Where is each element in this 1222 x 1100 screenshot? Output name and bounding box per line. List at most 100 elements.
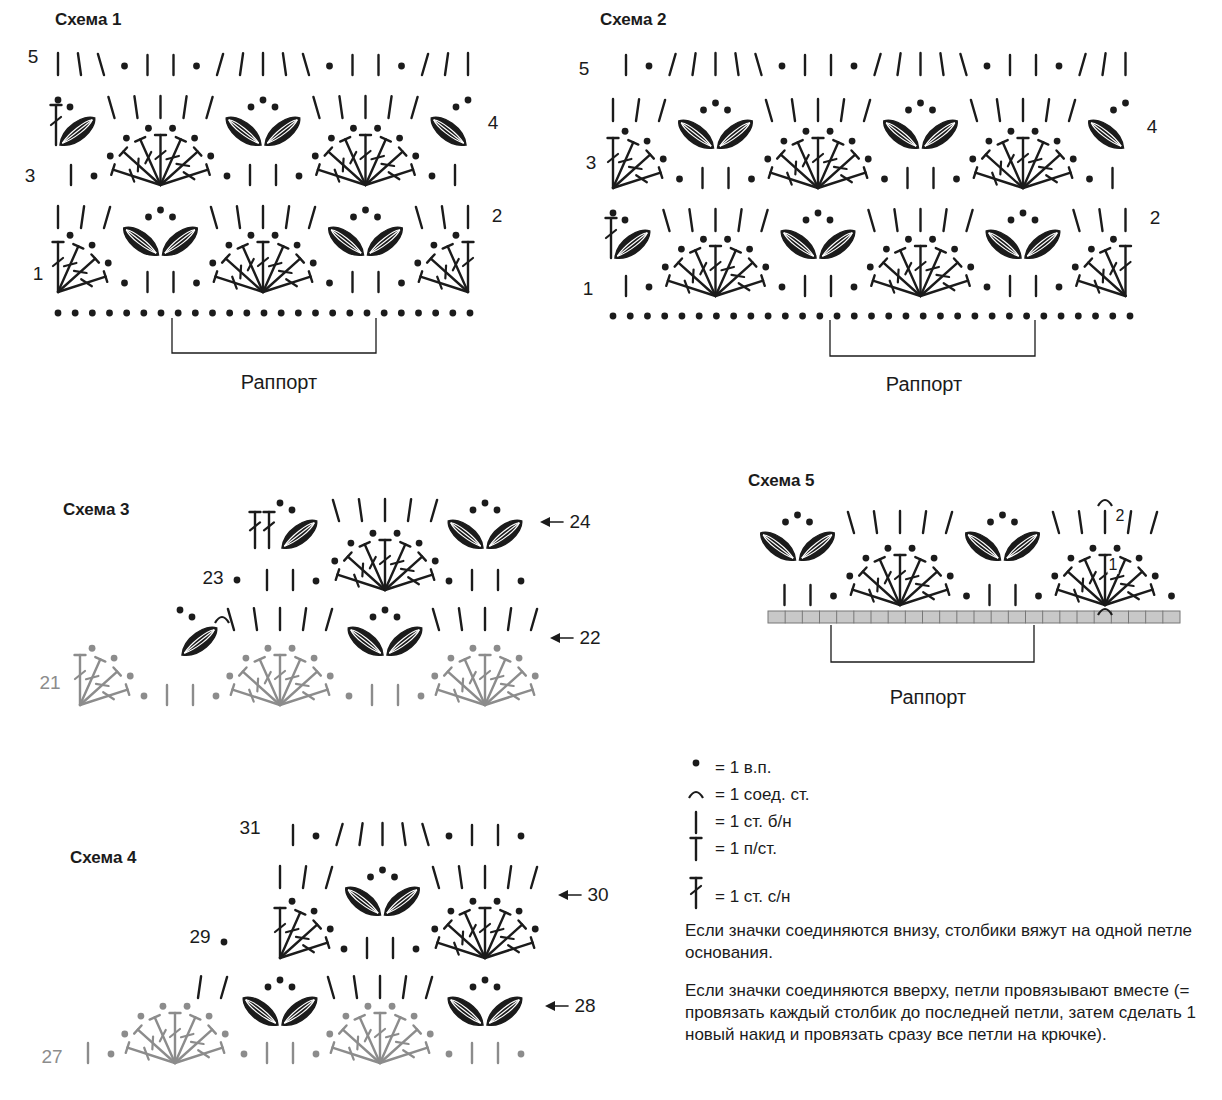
stitch-cross	[286, 277, 297, 289]
stitch-top	[966, 275, 969, 285]
stitch-stem	[146, 55, 148, 75]
chain-stitch	[289, 898, 296, 905]
stitch-stem	[932, 168, 934, 188]
puff-loop	[348, 890, 378, 913]
stitch-stem	[175, 1048, 223, 1063]
stitch-cross	[1121, 579, 1134, 592]
dc-stitch	[859, 567, 904, 609]
puff-stitch	[157, 221, 202, 262]
sc-stitch	[333, 500, 339, 521]
puff-loop	[385, 887, 417, 913]
stitch-cross	[841, 173, 852, 185]
dc-stitch	[231, 684, 282, 710]
stitch-stem	[57, 206, 59, 228]
chain-stitch	[367, 874, 374, 881]
chain-stitch	[467, 310, 474, 317]
stitch-stem	[87, 1043, 89, 1063]
stitch-stem	[863, 572, 900, 605]
stitch-cross	[408, 575, 419, 587]
chain-stitch	[1051, 573, 1058, 580]
chain-stitch	[1008, 217, 1015, 224]
stitch-stem	[1105, 590, 1153, 605]
stitch-cross	[167, 152, 179, 163]
stitch-top	[608, 137, 619, 139]
dc-stitch	[258, 244, 288, 294]
sc-stitch	[472, 1043, 473, 1063]
stitch-stem	[313, 97, 319, 118]
dc-stitch	[608, 140, 638, 190]
sc-stitch	[1079, 511, 1082, 533]
stitch-cross	[372, 152, 384, 163]
stitch-cross	[1092, 281, 1103, 293]
chain-stitch	[696, 313, 703, 320]
dc-stitch	[264, 512, 275, 548]
stitch-stem	[883, 263, 920, 296]
sc-stitch	[755, 54, 761, 75]
stitch-stem	[762, 210, 768, 231]
stitch-top	[344, 552, 351, 560]
chain-stitch	[294, 242, 301, 249]
chain-stitch	[222, 1031, 229, 1038]
dc-stitch	[813, 140, 843, 190]
stitch-cross	[64, 259, 76, 270]
puff-loop	[284, 1000, 316, 1026]
puff-loop	[681, 120, 713, 146]
stitch-cross	[279, 266, 292, 279]
sc-stitch	[198, 976, 201, 998]
sc-stitch	[923, 511, 926, 533]
chain-stitch	[782, 313, 789, 320]
stitch-cross	[697, 263, 709, 274]
sc-stitch	[303, 866, 306, 888]
row-number: 2	[1115, 507, 1126, 525]
row-number: 3	[586, 152, 597, 174]
puff-loop	[124, 230, 156, 256]
stitch-row	[71, 125, 455, 190]
dc-stitch	[120, 147, 165, 189]
puff-loop	[802, 535, 832, 558]
chain-stitch	[863, 555, 870, 562]
stitch-cross	[141, 1048, 152, 1060]
stitch-cross	[1087, 572, 1099, 583]
puff-loop	[246, 1000, 276, 1023]
stitch-stem	[689, 209, 692, 231]
stitch-row	[53, 232, 474, 297]
sc-stitch	[147, 55, 148, 75]
sc-stitch	[702, 168, 703, 188]
dc-stitch	[483, 937, 534, 963]
puff-loop	[284, 523, 314, 546]
chain-stitch	[644, 313, 651, 320]
stitch-stem	[328, 977, 334, 998]
puff-stitch	[323, 221, 368, 262]
dc-stitch	[851, 584, 902, 610]
stitch-stem	[57, 53, 59, 75]
puff-loop	[432, 120, 464, 146]
dc-stitch	[214, 271, 265, 297]
puff-stitch	[340, 881, 385, 922]
sc-stitch	[1103, 53, 1106, 75]
stitch-stem	[366, 170, 414, 185]
chain-stitch	[55, 97, 62, 104]
stitch-top	[982, 150, 989, 158]
stitch-stem	[693, 53, 696, 75]
stitch-top	[833, 140, 843, 144]
stitch-stem	[207, 97, 213, 118]
chain-stitch	[660, 156, 667, 163]
sc-stitch	[293, 1043, 294, 1063]
sc-stitch	[313, 97, 319, 118]
chain-stitch	[1068, 555, 1075, 562]
stitch-cross	[286, 925, 298, 936]
stitch-stem	[359, 499, 362, 521]
chain-stitch	[987, 519, 994, 526]
stitch-stem	[701, 168, 703, 188]
stitch-cross	[146, 1037, 159, 1050]
stitch-cross	[731, 270, 744, 283]
stitch-cross	[303, 690, 314, 702]
puff-loop	[183, 627, 215, 653]
stitch-cross	[434, 277, 445, 289]
chain-stitch	[622, 128, 629, 135]
chain-stitch	[412, 153, 419, 160]
sc-stitch	[498, 825, 499, 845]
puff-stitch	[712, 114, 757, 155]
stitch-cross	[800, 155, 812, 166]
dc-stitch	[360, 137, 390, 187]
